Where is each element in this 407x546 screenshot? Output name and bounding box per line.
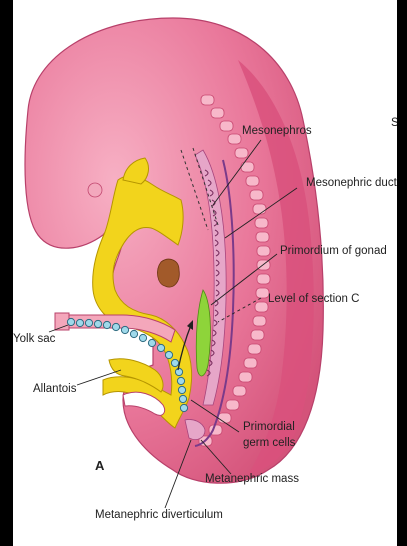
label-mesonephros: Mesonephros <box>242 125 312 137</box>
liver-bud <box>158 259 180 287</box>
diagram-panel: Mesonephros Mesonephric duct Primordium … <box>13 0 397 546</box>
label-primordium-of-gonad: Primordium of gonad <box>280 245 387 257</box>
label-yolk-sac: Yolk sac <box>13 333 56 345</box>
eye-bump <box>88 183 102 197</box>
label-mesonephric-duct: Mesonephric duct <box>306 177 397 189</box>
label-primordial-line1: Primordial <box>243 421 295 433</box>
label-metanephric-mass: Metanephric mass <box>205 473 299 485</box>
label-level-of-section: Level of section C <box>268 293 359 305</box>
label-allantois: Allantois <box>33 383 77 395</box>
edge-letter: S <box>391 117 397 129</box>
panel-letter: A <box>95 458 105 473</box>
label-primordial-line2: germ cells <box>243 437 296 449</box>
embryo-diagram: Mesonephros Mesonephric duct Primordium … <box>13 0 397 546</box>
label-metanephric-diverticulum: Metanephric diverticulum <box>95 509 223 521</box>
